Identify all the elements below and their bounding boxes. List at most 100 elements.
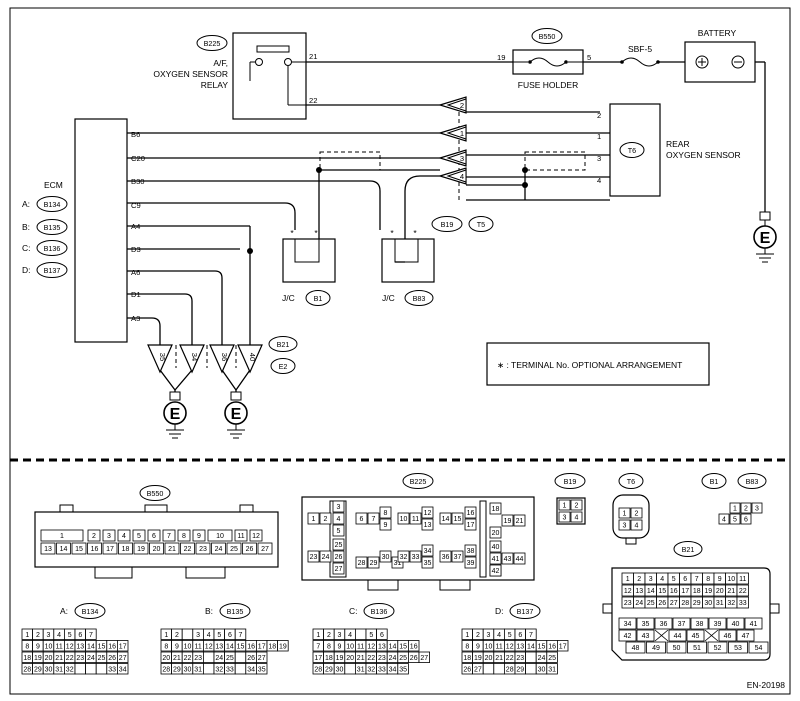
ecm-b137-pin-label: 10 — [485, 643, 493, 650]
b550-pin-cell — [177, 529, 191, 542]
ecm-b136-pin-label: 23 — [378, 655, 386, 662]
b550-pin-cell — [149, 542, 164, 555]
b21-pin-label: 46 — [724, 633, 732, 640]
ecm-b137-pin-label: 23 — [516, 655, 524, 662]
b550-pin-cell — [133, 542, 149, 555]
rear-sensor-label-1: REAR — [666, 139, 690, 149]
ecm-b136-pin-label: 27 — [420, 655, 428, 662]
b225-pin-label: 43 — [504, 556, 512, 563]
ecm-b134-pin-label: 15 — [98, 643, 106, 650]
b21-pin-cell — [636, 629, 655, 642]
b550-pin-label: 16 — [91, 546, 99, 553]
b21-pin-label: 22 — [739, 588, 747, 595]
b21-pin-cell — [686, 629, 705, 642]
b225-pin-cell — [489, 526, 502, 539]
ecm-b135-pin-label: 3 — [196, 632, 200, 639]
b21-pin-label: 2 — [637, 576, 641, 583]
ecm-b134-pin-label: 8 — [25, 643, 29, 650]
ecm-b134-pin-label: 34 — [119, 666, 127, 673]
b225-pin-label: 13 — [424, 522, 432, 529]
b21-pin-label: 23 — [624, 600, 632, 607]
shield-left — [319, 151, 381, 171]
rear-sensor-pin-1: 1 — [597, 132, 601, 141]
b225-pin-cell — [421, 506, 434, 519]
jc-b1-code: B1 — [314, 294, 323, 303]
ecm-b135-pin-label: 16 — [247, 643, 255, 650]
t6-pin-cell — [630, 507, 643, 519]
b1-pin-cell — [751, 502, 763, 514]
ecm-conn-b-letter: B: — [22, 222, 30, 232]
ecm-b134-pin-label: 20 — [45, 655, 53, 662]
e2-code-oval — [270, 358, 296, 374]
b225-pin-label: 36 — [442, 554, 450, 561]
b225-pin-cell — [513, 552, 526, 565]
b21-pin-label: 33 — [739, 600, 747, 607]
ecm-b134-pin-cell — [117, 651, 129, 663]
b225-pin-label: 27 — [335, 566, 343, 573]
ecm-b134-pin-label: 32 — [66, 666, 74, 673]
view-b19-code: B19 — [564, 477, 577, 486]
relay-pin-22: 22 — [309, 96, 317, 105]
ecm-conn-d-letter: D: — [22, 265, 31, 275]
ecm-b134-pin-label: 6 — [78, 632, 82, 639]
ecm-b134-pin-cell — [95, 663, 108, 675]
ecm-conn-a-code: B134 — [44, 200, 61, 209]
ecm-b134-pin-label: 14 — [87, 643, 95, 650]
b21-pin-label: 9 — [718, 576, 722, 583]
jc-b83-mark-1: * — [390, 228, 394, 238]
b21-pin-cell — [748, 641, 769, 654]
b550-pin-cell — [234, 529, 248, 542]
b225-pin-label: 16 — [467, 510, 475, 517]
relay-code: B225 — [204, 39, 221, 48]
view-b21-code: B21 — [682, 545, 695, 554]
b21-pin-cell — [636, 617, 655, 630]
ecm-b135-pin-label: 5 — [217, 632, 221, 639]
view-ecm-d-letter: D: — [495, 606, 504, 616]
ecm-b137-pin-label: 6 — [518, 632, 522, 639]
ecm-b134-pin-label: 28 — [23, 666, 31, 673]
b21-pin-label: 51 — [693, 645, 701, 652]
b225-pin-label: 44 — [516, 556, 524, 563]
ecm-b137-pin-cell — [482, 663, 495, 675]
ecm-b135-pin-label: 11 — [194, 643, 201, 650]
b550-pin-cell — [40, 542, 56, 555]
note-box — [486, 342, 710, 386]
b1-pin-label: 5 — [733, 517, 737, 524]
b21-pin-label: 30 — [704, 600, 712, 607]
b550-pin-label: 26 — [246, 546, 254, 553]
b225-pin-cell — [367, 512, 380, 525]
b550-pin-label: 6 — [152, 533, 156, 540]
ecm-b136-pin-label: 22 — [367, 655, 375, 662]
b550-pin-label: 25 — [230, 546, 238, 553]
b225-pin-label: 23 — [310, 554, 318, 561]
b1-pin-label: 1 — [733, 506, 737, 513]
ecm-conn-c-code: B136 — [44, 244, 61, 253]
rear-sensor-block — [609, 103, 661, 197]
ecm-b137-pin-cell — [546, 651, 558, 663]
view-b19-code-oval — [554, 473, 586, 489]
b225-pin-cell — [367, 556, 380, 569]
ecm-b136-pin-label: 9 — [338, 643, 342, 650]
ecm-b135-pin-label: 9 — [175, 643, 179, 650]
ecm-b135-pin-label: 27 — [258, 655, 266, 662]
b225-pin-label: 20 — [492, 530, 500, 537]
battery-label: BATTERY — [698, 28, 737, 38]
t5-code: T5 — [477, 220, 485, 229]
b550-pin-cell — [117, 529, 131, 542]
ecm-b135-pin-label: 6 — [228, 632, 232, 639]
b225-pin-label: 38 — [467, 548, 475, 555]
b550-pin-label: 22 — [184, 546, 192, 553]
ecm-b136-pin-label: 18 — [325, 655, 333, 662]
b225-pin-label: 10 — [400, 516, 408, 523]
b19-pin-label: 3 — [563, 515, 567, 522]
relay-pin-21: 21 — [309, 52, 317, 61]
sbf-fuse-icon — [621, 57, 659, 67]
b21-pin-cell — [728, 641, 748, 654]
ecm-b135-pin-cell — [202, 651, 215, 663]
b225-pin-cell — [319, 512, 332, 525]
b550-pin-label: 24 — [215, 546, 223, 553]
b225-pin-cell — [409, 550, 422, 563]
b19-code-oval — [431, 216, 463, 232]
ecm-b137-pin-label: 1 — [465, 632, 469, 639]
